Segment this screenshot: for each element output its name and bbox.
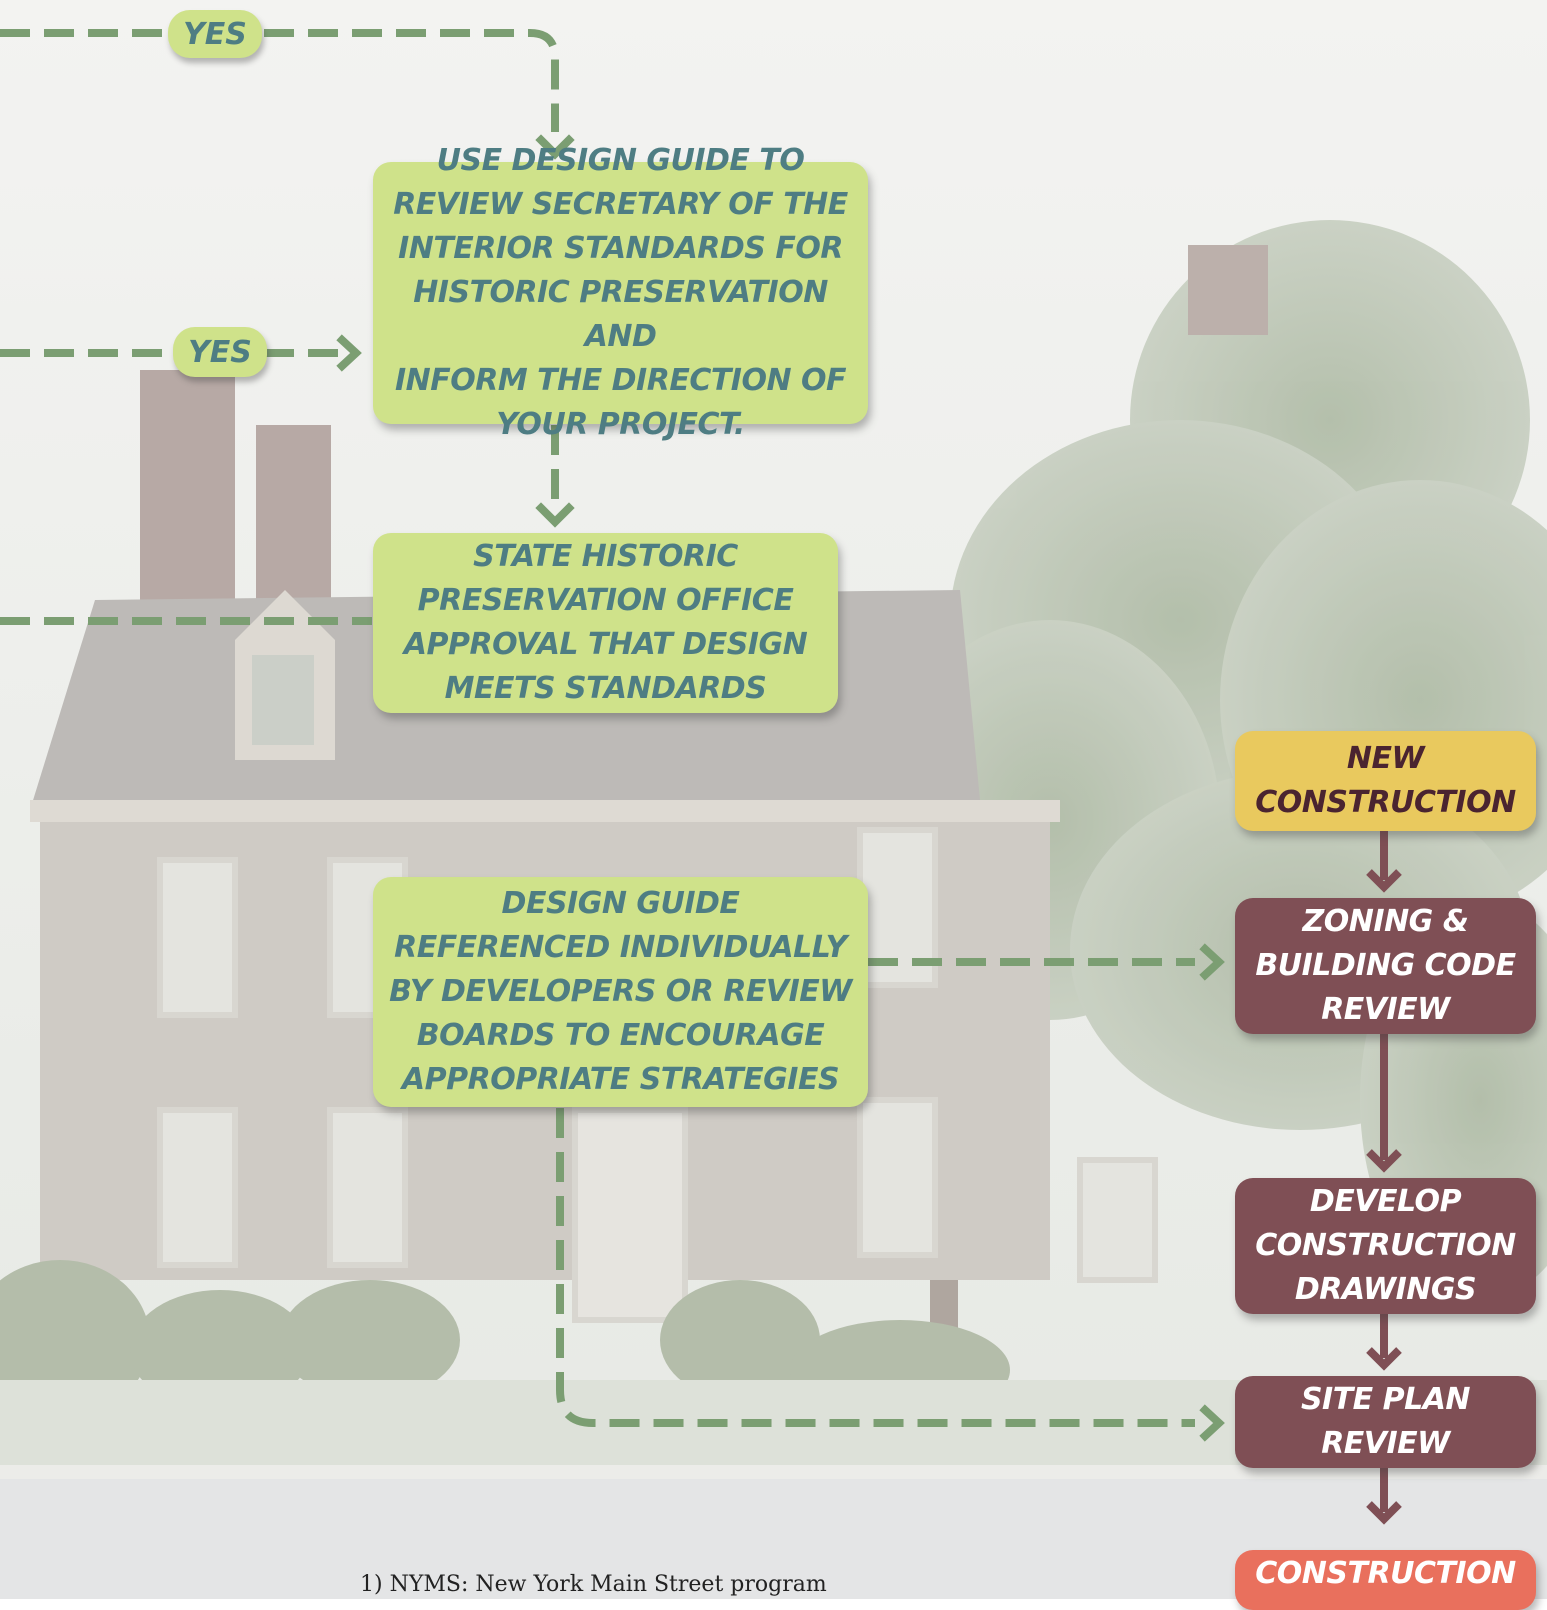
- yes-label-top: YES: [168, 10, 262, 58]
- yes-label-middle: YES: [173, 327, 267, 377]
- arrowhead-drawings-maroon: [1366, 1149, 1402, 1173]
- arrowhead-middle-yes: [336, 334, 362, 372]
- arrowhead-site-plan: [1199, 1404, 1225, 1442]
- shpo-approval-box: STATE HISTORIC PRESERVATION OFFICE APPRO…: [373, 533, 838, 713]
- construction-box: CONSTRUCTION: [1235, 1550, 1536, 1610]
- zoning-building-code-review-box: ZONING & BUILDING CODE REVIEW: [1235, 898, 1536, 1034]
- arrowhead-construction-maroon: [1366, 1501, 1402, 1525]
- arrowhead-zoning: [1199, 943, 1225, 981]
- design-guide-referenced-box: DESIGN GUIDE REFERENCED INDIVIDUALLY BY …: [373, 877, 868, 1107]
- arrowhead-zoning-maroon: [1366, 869, 1402, 893]
- arrowhead-top: [535, 134, 575, 160]
- footnote: 1) NYMS: New York Main Street program: [360, 1572, 827, 1597]
- new-construction-box: NEW CONSTRUCTION: [1235, 731, 1536, 831]
- connector-referenced-to-site-plan: [556, 1108, 1195, 1427]
- connector-top-yes-to-design-guide: [0, 29, 559, 132]
- site-plan-review-box: SITE PLAN REVIEW: [1235, 1376, 1536, 1468]
- develop-construction-drawings-box: DEVELOP CONSTRUCTION DRAWINGS: [1235, 1178, 1536, 1314]
- arrowhead-site-plan-maroon: [1366, 1347, 1402, 1371]
- use-design-guide-box: USE DESIGN GUIDE TO REVIEW SECRETARY OF …: [373, 143, 868, 442]
- arrowhead-shpo: [535, 502, 575, 528]
